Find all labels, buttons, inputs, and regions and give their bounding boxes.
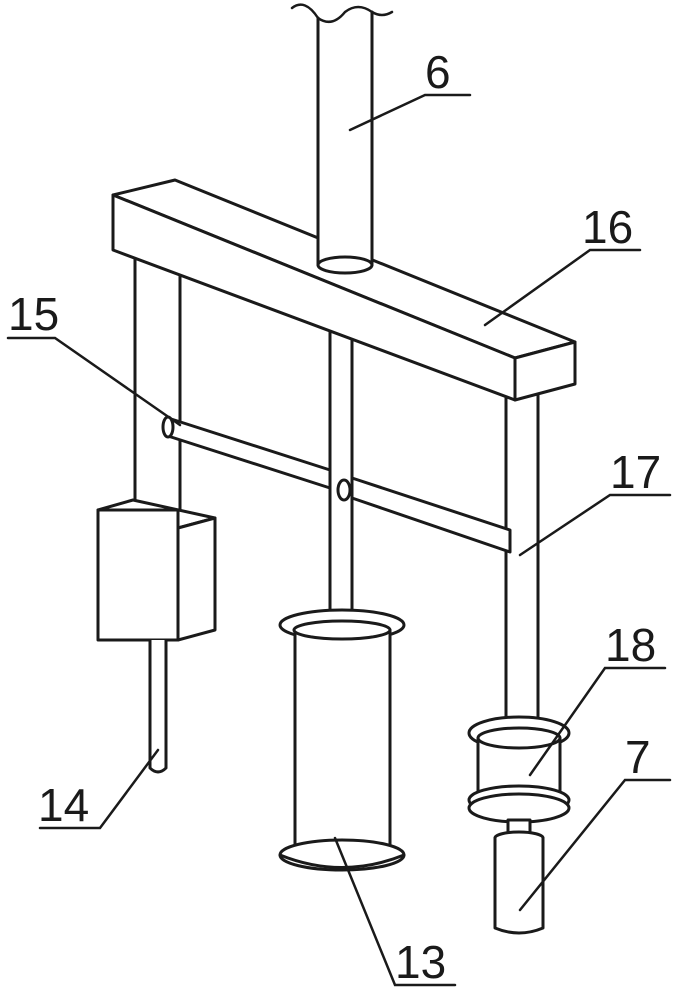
label-7: 7 (625, 731, 651, 783)
label-6: 6 (425, 46, 451, 98)
middle-rod (330, 320, 352, 615)
left-rod (135, 250, 180, 520)
label-16: 16 (582, 201, 633, 253)
spool-13 (280, 610, 404, 870)
label-18: 18 (605, 619, 656, 671)
block-14 (98, 500, 215, 772)
label-14: 14 (38, 779, 89, 831)
motor-7 (495, 820, 543, 933)
label-13: 13 (395, 936, 446, 988)
pulley-18 (469, 717, 569, 822)
label-15: 15 (8, 288, 59, 340)
label-17: 17 (610, 446, 661, 498)
right-rod-17 (506, 385, 538, 730)
